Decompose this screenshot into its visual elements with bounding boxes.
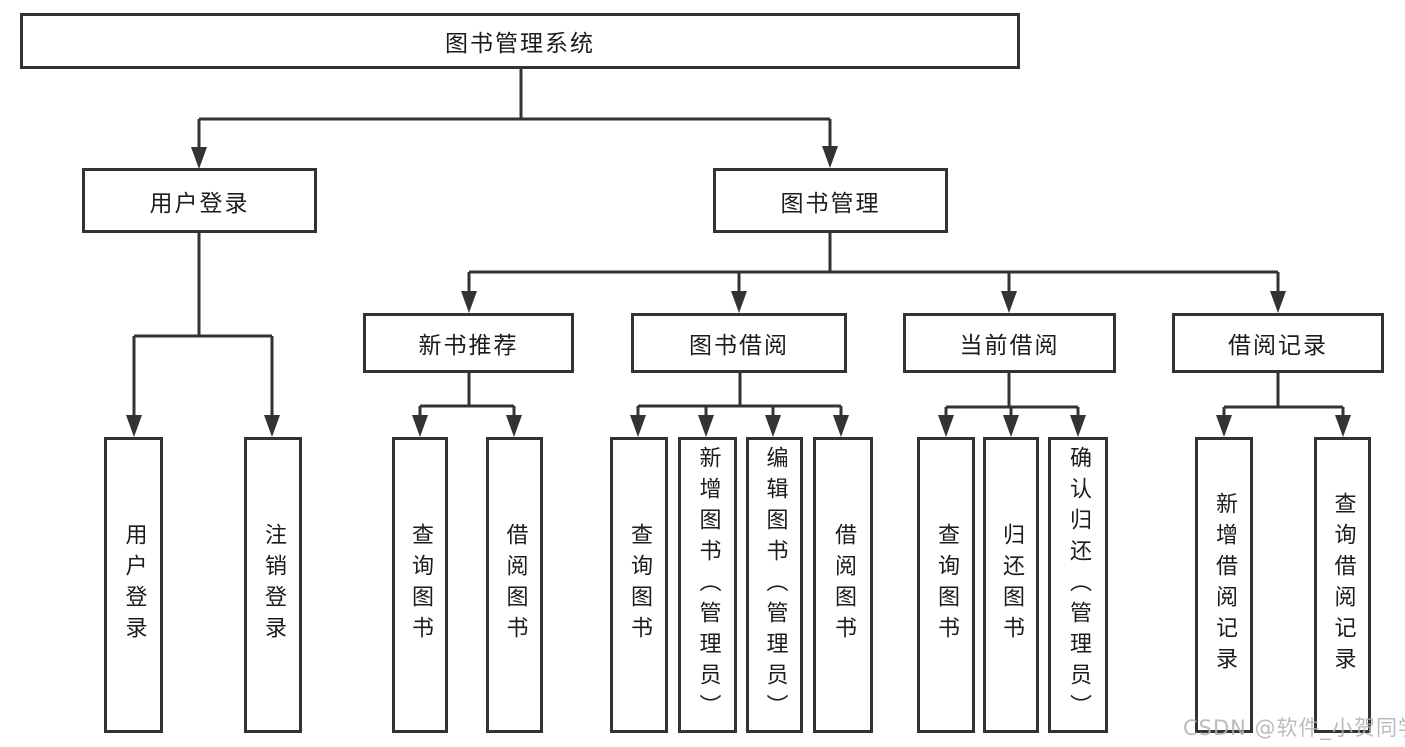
leaf-query-books-borrow: 查询图书 (610, 437, 668, 733)
node-new-book-recommend: 新书推荐 (363, 313, 574, 373)
leaf-return-book: 归还图书 (983, 437, 1039, 733)
leaf-query-borrow-record: 查询借阅记录 (1314, 437, 1371, 733)
leaf-add-book-admin: 新增图书（管理员） (678, 437, 737, 733)
leaf-confirm-return-admin: 确认归还（管理员） (1048, 437, 1108, 733)
node-current-borrow: 当前借阅 (903, 313, 1116, 373)
node-borrow-records: 借阅记录 (1172, 313, 1384, 373)
node-book-management: 图书管理 (713, 168, 948, 233)
node-book-borrow: 图书借阅 (631, 313, 847, 373)
leaf-query-books-current: 查询图书 (917, 437, 975, 733)
node-user-login: 用户登录 (82, 168, 317, 233)
leaf-logout: 注销登录 (244, 437, 302, 733)
leaf-edit-book-admin: 编辑图书（管理员） (746, 437, 803, 733)
leaf-borrow-books: 借阅图书 (813, 437, 873, 733)
leaf-query-books-recommend: 查询图书 (392, 437, 448, 733)
leaf-add-borrow-record: 新增借阅记录 (1195, 437, 1253, 733)
node-root-system: 图书管理系统 (20, 13, 1020, 69)
csdn-watermark: CSDN @软件_小贺同学 (1183, 716, 1405, 740)
leaf-user-login: 用户登录 (104, 437, 163, 733)
leaf-borrow-books-recommend: 借阅图书 (486, 437, 543, 733)
